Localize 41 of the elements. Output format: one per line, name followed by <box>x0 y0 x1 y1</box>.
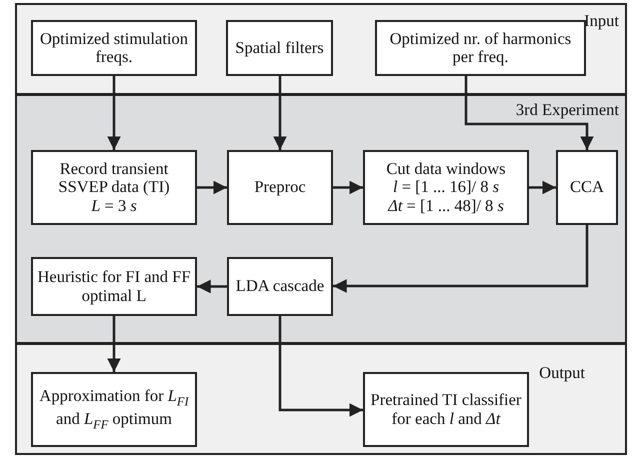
box-text: Δt = [1 ... 48]/ 8 s <box>386 196 505 216</box>
box-text: Heuristic for FI and FF optimal L <box>36 268 192 305</box>
process-box <box>31 20 197 76</box>
process-box <box>375 20 586 76</box>
process-box <box>31 372 197 447</box>
box-text: Spatial filters <box>234 38 325 58</box>
process-box <box>227 150 333 225</box>
arrow <box>464 76 594 150</box>
box-text: Record transient SSVEP data (TI) <box>57 160 171 197</box>
box-text: Cut data windows <box>385 160 507 178</box>
box-text: CCA <box>569 178 605 197</box>
box-text: Pretrained TI classifier for each l and Δt <box>370 391 522 428</box>
box-text: l = [1 ... 16]/ 8 s <box>392 178 500 197</box>
arrow <box>278 316 363 417</box>
arrow <box>107 76 121 150</box>
box-text: Preproc <box>253 178 307 197</box>
section-label: Output <box>539 363 585 383</box>
box-text: L = 3 s <box>90 196 138 216</box>
arrow <box>529 180 556 194</box>
box-text: Approximation for L$_{FI}$ and L$_{FF}$ optimum <box>38 387 190 432</box>
process-box <box>226 20 333 76</box>
process-box <box>31 257 197 316</box>
arrow <box>273 76 287 150</box>
section-label: 3rd Experiment <box>516 100 619 120</box>
process-box <box>363 150 529 225</box>
section-label: Input <box>584 11 619 31</box>
box-text: Optimized nr. of harmonics per freq. <box>388 30 572 66</box>
section-panel <box>15 94 627 344</box>
arrow <box>197 180 227 194</box>
arrow <box>333 180 363 194</box>
section-panel <box>15 343 627 455</box>
arrow <box>107 316 121 372</box>
box-text: LDA cascade <box>234 277 326 296</box>
arrow <box>197 280 227 294</box>
section-panel <box>15 3 627 95</box>
box-text: Optimized stimulation freqs. <box>38 30 190 66</box>
process-box <box>31 150 197 225</box>
process-box <box>227 257 333 316</box>
process-box <box>556 150 618 225</box>
process-box <box>363 372 529 447</box>
arrow <box>333 225 588 293</box>
